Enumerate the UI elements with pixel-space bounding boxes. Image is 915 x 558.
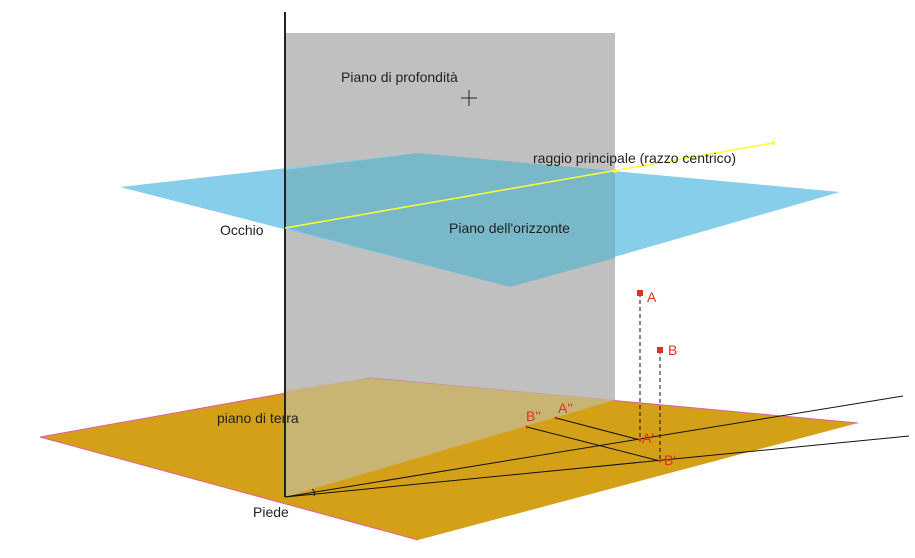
principal-ray-label: raggio principale (razzo centrico) [533,150,736,166]
point-a-prime-label: A' [642,430,654,446]
point-a-second-label: A'' [558,400,573,416]
point-b-second [525,425,529,429]
perspective-line [555,417,641,441]
point-a-prime [638,438,642,442]
ground-plane [40,378,858,540]
ray-point [613,169,617,173]
perspective-line [284,395,904,498]
foot-label: Piede [253,504,289,520]
point-b-prime [658,459,662,463]
ground-plane-label: piano di terra [217,410,299,426]
principal-ray [284,142,774,229]
depth-plane-label: Piano di profondità [341,69,458,85]
point-a [637,290,643,296]
eye-label: Occhio [220,222,264,238]
point-b-label: B [668,342,677,358]
ground-plane-edge [39,436,419,541]
point-a-second [554,416,558,420]
angle-mark [311,488,316,497]
point-b-prime-label: B' [664,452,676,468]
point-b [657,347,663,353]
depth-ground-overlap [285,378,615,497]
horizon-depth-overlap [285,153,615,287]
horizon-plane-label: Piano dell'orizzonte [449,220,570,236]
perspective-line [526,426,661,462]
point-b-second-label: B'' [526,408,541,424]
ray-point [771,141,775,145]
point-a-label: A [647,289,657,305]
perspective-line [284,435,910,498]
